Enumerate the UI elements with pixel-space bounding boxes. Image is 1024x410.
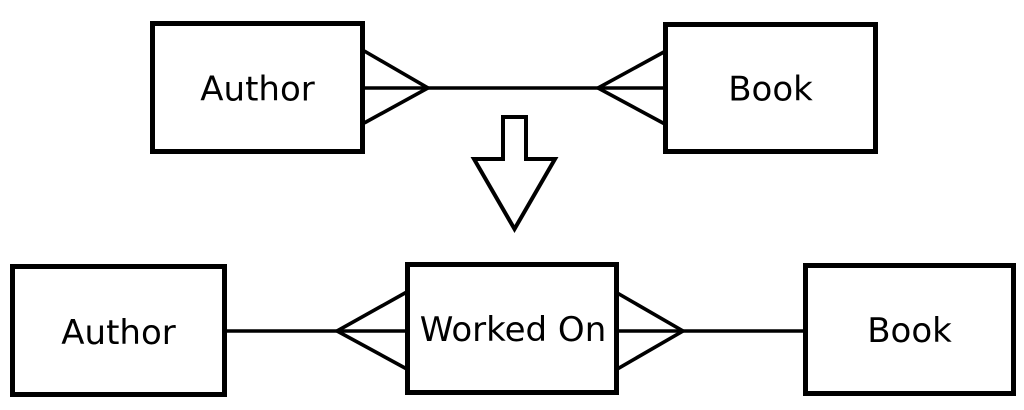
bottom-relationship: Author Worked On Book: [10, 262, 1016, 397]
top-author-entity-label: Author: [200, 70, 314, 110]
bottom-book-entity-label: Book: [867, 311, 952, 351]
top-book-entity-label: Book: [728, 70, 813, 110]
bottom-author-entity-label: Author: [61, 313, 175, 353]
top-author-entity-box: [150, 21, 365, 154]
bottom-book-entity-box: [803, 263, 1016, 396]
down-arrow-icon: [470, 115, 559, 233]
junction-entity-box: [405, 262, 619, 395]
crows-foot-junction-author-side-icon: [333, 290, 408, 371]
top-relationship: Author Book: [150, 21, 878, 154]
crows-foot-junction-book-side-icon: [616, 291, 687, 371]
top-book-entity-box: [663, 22, 878, 154]
crows-foot-top-book-icon: [594, 50, 666, 126]
crows-foot-top-author-icon: [363, 49, 432, 125]
bottom-author-entity-box: [10, 264, 227, 397]
junction-entity-label: Worked On: [420, 310, 607, 350]
